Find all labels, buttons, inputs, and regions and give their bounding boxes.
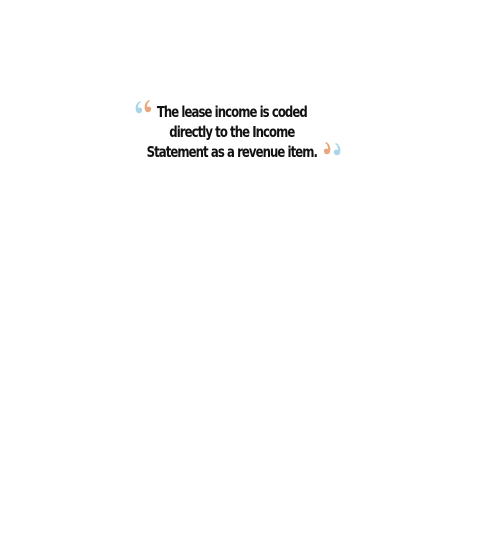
quote-line-1: The lease income is coded <box>156 103 308 121</box>
quote-line-3: Statement as a revenue item. <box>146 143 318 161</box>
quote-line-2: directly to the Income <box>169 123 295 141</box>
opening-quote-icon <box>135 100 152 114</box>
quote-card: The lease income is coded directly to th… <box>132 96 346 166</box>
quote-text: The lease income is coded directly to th… <box>132 102 332 162</box>
closing-quote-icon <box>323 142 341 156</box>
